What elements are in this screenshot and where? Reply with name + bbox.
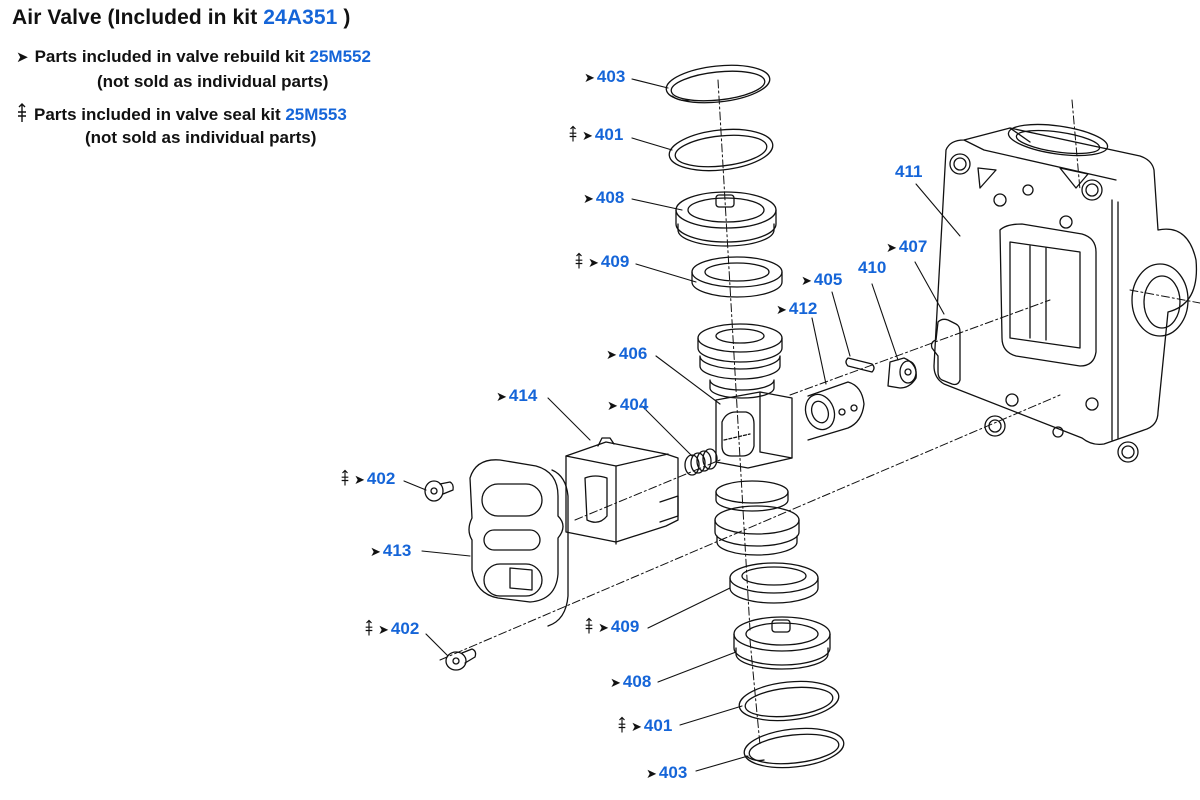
part-number: 401 <box>643 716 673 735</box>
arrow-icon: ➤ <box>631 719 642 734</box>
legend-text: Parts included in valve seal kit <box>34 105 286 124</box>
part-403-retaining-ring-bottom <box>743 727 845 769</box>
part-402-screw-bottom <box>445 648 477 671</box>
kit-number-24A351: 24A351 <box>263 6 338 29</box>
arrow-icon: ➤ <box>610 675 621 690</box>
legend-rebuild-note: (not sold as individual parts) <box>97 72 329 91</box>
legend-text: Parts included in valve rebuild kit <box>34 47 310 66</box>
part-411-valve-housing <box>933 123 1198 463</box>
part-401-o-ring-top <box>668 128 774 172</box>
callout-413: ➤413 <box>370 541 411 562</box>
part-409-u-cup-top <box>691 256 783 298</box>
callout-401-top: ➤401 <box>568 125 623 146</box>
seal-kit-icon <box>341 469 349 486</box>
seal-kit-icon <box>569 125 577 142</box>
arrow-icon: ➤ <box>496 389 507 404</box>
callout-409-top: ➤409 <box>574 252 629 273</box>
arrow-icon: ➤ <box>370 544 381 559</box>
callout-405: ➤405 <box>801 270 842 291</box>
part-number: 404 <box>619 395 649 414</box>
arrow-icon: ➤ <box>606 347 617 362</box>
part-number: 408 <box>622 672 652 691</box>
callout-409-bottom: ➤409 <box>584 617 639 638</box>
arrow-icon: ➤ <box>588 255 599 270</box>
kit-number-25M552: 25M552 <box>309 47 371 66</box>
arrow-icon: ➤ <box>886 240 897 255</box>
center-axis <box>439 79 1200 746</box>
part-405-detent-pin <box>845 357 875 373</box>
callout-408-bottom: ➤408 <box>610 672 651 693</box>
part-number: 409 <box>610 617 640 636</box>
part-number: 403 <box>658 763 688 782</box>
arrow-icon: ➤ <box>378 622 389 637</box>
part-number: 411 <box>895 162 923 181</box>
seal-kit-icon <box>365 619 373 636</box>
callout-410: 410 <box>858 258 886 278</box>
part-408-piston-bottom <box>733 616 831 670</box>
arrow-icon: ➤ <box>16 49 29 66</box>
callout-406: ➤406 <box>606 344 647 365</box>
seal-kit-icon <box>618 716 626 733</box>
part-404-spring <box>684 448 718 476</box>
legend-seal-kit: Parts included in valve seal kit 25M553 <box>16 103 347 125</box>
part-408-piston-top <box>675 191 777 247</box>
part-number: 412 <box>788 299 818 318</box>
title-suffix: ) <box>337 6 351 29</box>
callout-414: ➤414 <box>496 386 537 407</box>
kit-number-25M553: 25M553 <box>285 105 347 124</box>
part-407-detent-cam <box>930 318 961 386</box>
part-number: 402 <box>390 619 420 638</box>
callout-404: ➤404 <box>607 395 648 416</box>
seal-kit-icon <box>575 252 583 269</box>
part-number: 407 <box>898 237 928 256</box>
part-413-valve-plate <box>468 459 569 627</box>
part-412-detent-housing <box>804 381 865 441</box>
part-number: 409 <box>600 252 630 271</box>
part-414-valve-cup <box>565 437 679 545</box>
arrow-icon: ➤ <box>583 191 594 206</box>
part-number: 410 <box>858 258 887 277</box>
arrow-icon: ➤ <box>354 472 365 487</box>
part-number: 408 <box>595 188 625 207</box>
callout-401-bottom: ➤401 <box>617 716 672 737</box>
callout-402-top: ➤402 <box>340 469 395 490</box>
part-number: 414 <box>508 386 538 405</box>
part-402-screw-top <box>424 480 454 502</box>
seal-kit-icon <box>18 103 26 122</box>
callout-408-top: ➤408 <box>583 188 624 209</box>
part-403-retaining-ring-top <box>665 64 771 104</box>
page-title: Air Valve (Included in kit 24A351 ) <box>12 6 350 30</box>
arrow-icon: ➤ <box>584 70 595 85</box>
arrow-icon: ➤ <box>598 620 609 635</box>
callout-403-top: ➤403 <box>584 67 625 88</box>
diagram-header: Air Valve (Included in kit 24A351 ) <box>12 6 350 30</box>
arrow-icon: ➤ <box>801 273 812 288</box>
part-401-o-ring-bottom <box>738 680 840 722</box>
part-409-u-cup-bottom <box>729 562 819 604</box>
leader-lines <box>403 78 961 772</box>
part-number: 401 <box>594 125 624 144</box>
part-406-spool-assembly <box>697 323 800 556</box>
arrow-icon: ➤ <box>582 128 593 143</box>
arrow-icon: ➤ <box>607 398 618 413</box>
part-number: 403 <box>596 67 626 86</box>
callout-402-bottom: ➤402 <box>364 619 419 640</box>
part-number: 413 <box>382 541 412 560</box>
callout-411: 411 <box>895 162 922 182</box>
part-number: 406 <box>618 344 648 363</box>
arrow-icon: ➤ <box>646 766 657 781</box>
callout-403-bottom: ➤403 <box>646 763 687 784</box>
seal-kit-icon <box>585 617 593 634</box>
part-number: 405 <box>813 270 843 289</box>
part-410-roller <box>887 357 917 389</box>
legend-rebuild-kit: ➤ Parts included in valve rebuild kit 25M… <box>16 47 371 67</box>
title-text: Air Valve (Included in kit <box>12 6 264 29</box>
legend-seal-note: (not sold as individual parts) <box>85 128 317 147</box>
part-number: 402 <box>366 469 396 488</box>
arrow-icon: ➤ <box>776 302 787 317</box>
callout-407: ➤407 <box>886 237 927 258</box>
callout-412: ➤412 <box>776 299 817 320</box>
